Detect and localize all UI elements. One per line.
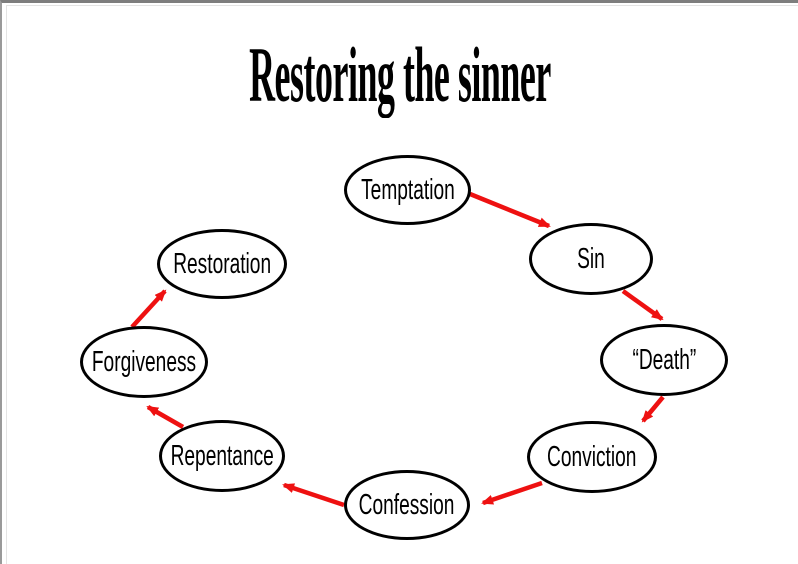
node-forgiveness: Forgiveness — [80, 326, 208, 398]
node-conviction: Conviction — [527, 421, 657, 493]
node-sin: Sin — [529, 223, 653, 295]
node-restoration: Restoration — [157, 229, 287, 299]
arrow-confession-to-repentance — [282, 482, 345, 508]
arrow-temptation-to-sin — [469, 191, 551, 229]
node-sin-label: Sin — [577, 242, 605, 275]
node-confession: Confession — [344, 470, 470, 540]
node-death: “Death” — [600, 324, 728, 396]
arrow-conviction-to-confession — [481, 480, 543, 506]
node-restoration-label: Restoration — [173, 247, 271, 280]
arrow-death-to-conviction — [641, 395, 665, 423]
arrow-sin-to-death — [621, 289, 664, 321]
slide-title-text: Restoring the sinner — [249, 31, 551, 118]
arrow-forgiveness-to-restoration — [130, 289, 167, 329]
node-forgiveness-label: Forgiveness — [91, 345, 197, 378]
node-conviction-label: Conviction — [547, 440, 637, 473]
node-temptation: Temptation — [344, 155, 471, 225]
node-death-label: “Death” — [632, 343, 696, 376]
node-repentance: Repentance — [159, 420, 285, 492]
slide-title: Restoring the sinner — [2, 33, 798, 117]
arrow-repentance-to-forgiveness — [146, 405, 185, 429]
node-temptation-label: Temptation — [360, 173, 455, 206]
node-repentance-label: Repentance — [170, 439, 274, 472]
node-confession-label: Confession — [359, 488, 455, 521]
